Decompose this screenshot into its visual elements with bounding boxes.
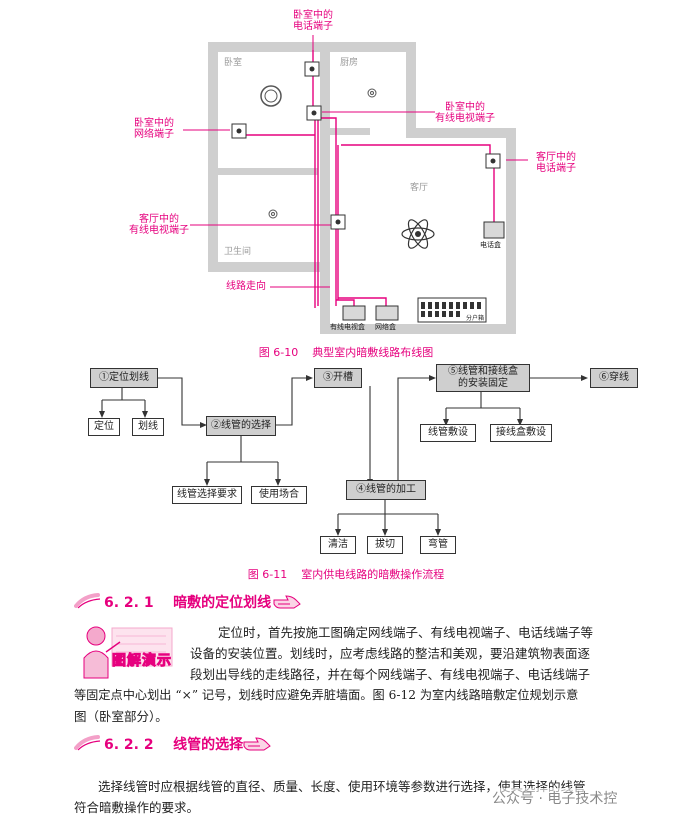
flow-sub-dingwei: 定位 bbox=[88, 418, 120, 436]
hand-pointer-icon bbox=[243, 737, 271, 751]
room-bedroom: 卧室 bbox=[224, 58, 243, 68]
flow-sub-bend: 弯管 bbox=[420, 536, 456, 554]
section-heading-6-2-1: 6. 2. 1 暗敷的定位划线 bbox=[104, 595, 272, 611]
para-2-line-1: 选择线管时应根据线管的直径、质量、长度、使用环境等参数进行选择，使其选择的线管 bbox=[98, 779, 586, 794]
pencil-icon bbox=[74, 593, 101, 609]
callout-living-phone: 客厅中的 电话端子 bbox=[536, 152, 576, 174]
callout-bedroom-phone: 卧室中的 电话端子 bbox=[293, 10, 333, 32]
callout-wire-route: 线路走向 bbox=[226, 281, 266, 292]
flow-step-3: ③开槽 bbox=[314, 368, 362, 388]
room-living: 客厅 bbox=[410, 183, 429, 193]
callout-bedroom-tv: 卧室中的 有线电视端子 bbox=[435, 102, 495, 124]
flowchart-connectors bbox=[99, 375, 588, 536]
flow-sub-junction-lay: 接线盒敷设 bbox=[490, 424, 552, 442]
para-1-line-3: 段划出导线的走线路径，并在每个网线端子、有线电视端子、电话线端子 bbox=[190, 667, 591, 682]
flow-sub-usage: 使用场合 bbox=[251, 486, 307, 504]
label-phone-box: 电话盒 bbox=[480, 241, 501, 249]
flow-sub-huaxian: 划线 bbox=[132, 418, 164, 436]
label-panel: 分户箱 bbox=[466, 315, 485, 322]
pencil-icon bbox=[74, 735, 101, 751]
flow-sub-conduit-lay: 线管敷设 bbox=[420, 424, 476, 442]
flow-step-1: ①定位划线 bbox=[90, 368, 158, 388]
flow-step-6: ⑥穿线 bbox=[590, 368, 638, 388]
para-1-line-5: 图（卧室部分）。 bbox=[74, 709, 168, 724]
para-2-line-2: 符合暗敷操作的要求。 bbox=[74, 800, 200, 815]
flow-step-2: ②线管的选择 bbox=[206, 416, 276, 436]
para-1-line-1: 定位时，首先按施工图确定网线端子、有线电视端子、电话线端子等 bbox=[218, 625, 594, 640]
para-1-line-2: 设备的安装位置。划线时，应考虑线路的整洁和美观，要沿建筑物表面逐 bbox=[190, 646, 591, 661]
flow-step-4: ④线管的加工 bbox=[346, 480, 426, 500]
callout-living-tv: 客厅中的 有线电视端子 bbox=[129, 214, 189, 236]
watermark: 公众号 · 电子技术控 bbox=[490, 788, 620, 808]
hand-pointer-icon bbox=[273, 595, 301, 609]
flow-sub-cut: 拔切 bbox=[367, 536, 403, 554]
label-tv-box: 有线电视盒 bbox=[330, 323, 365, 331]
para-1-line-4: 等固定点中心划出 “×” 记号，划线时应避免弄脏墙面。图 6-12 为室内线路暗… bbox=[74, 688, 579, 702]
label-network-box: 网络盒 bbox=[375, 323, 396, 331]
section-heading-6-2-2: 6. 2. 2 线管的选择 bbox=[104, 737, 244, 753]
flow-sub-clean: 清洁 bbox=[320, 536, 356, 554]
presenter-icon bbox=[83, 626, 173, 679]
room-bathroom: 卫生间 bbox=[224, 247, 252, 257]
demo-badge: 图解演示 bbox=[112, 653, 172, 670]
callout-bedroom-network: 卧室中的 网络端子 bbox=[134, 118, 174, 140]
floorplan-drawing bbox=[183, 35, 528, 334]
figure-caption-6-11: 图 6-11 室内供电线路的暗敷操作流程 bbox=[247, 568, 445, 581]
room-kitchen: 厨房 bbox=[340, 58, 359, 68]
figure-caption-6-10: 图 6-10 典型室内暗敷线路布线图 bbox=[258, 346, 434, 359]
flow-sub-selection-req: 线管选择要求 bbox=[172, 486, 242, 504]
flow-step-5: ⑤线管和接线盒 的安装固定 bbox=[436, 364, 530, 392]
